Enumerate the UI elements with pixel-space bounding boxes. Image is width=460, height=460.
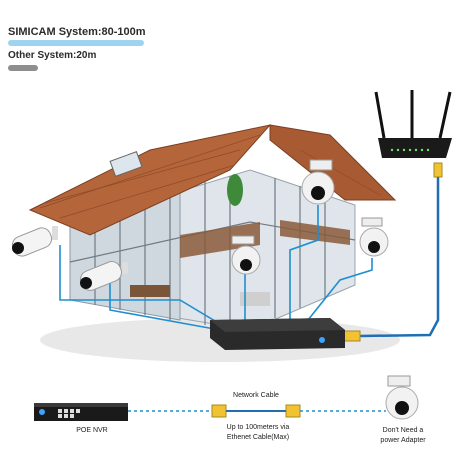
adapter-line-2: power Adapter [380, 437, 426, 444]
adapter-line-1: Don't Need a [382, 427, 424, 434]
dome-camera-icon [231, 235, 261, 275]
nvr-icon [210, 318, 345, 350]
dome-camera-icon [301, 159, 335, 205]
no-adapter-label: Don't Need a power Adapter [368, 426, 438, 446]
network-cable-label: Network Cable [233, 392, 279, 399]
simicam-system-label: SIMICAM System:80-100m [8, 26, 146, 38]
dome-camera-icon [359, 217, 389, 257]
poe-nvr-label: POE NVR [76, 427, 108, 434]
bottom-diagram [34, 375, 419, 421]
router-to-nvr-cable [341, 162, 443, 342]
other-range-bar [8, 65, 38, 71]
bullet-camera-icon [11, 226, 58, 257]
nvr-icon [34, 403, 128, 421]
other-system-label: Other System:20m [8, 50, 97, 61]
simicam-range-bar [8, 40, 144, 46]
cable-distance-label: Up to 100meters via Ethenet Cable(Max) [208, 423, 308, 443]
bullet-camera-icon [79, 261, 128, 291]
router-icon [374, 90, 452, 158]
distance-line-1: Up to 100meters via [226, 424, 290, 431]
dome-camera-icon [385, 375, 419, 420]
distance-line-2: Ethenet Cable(Max) [226, 434, 290, 441]
